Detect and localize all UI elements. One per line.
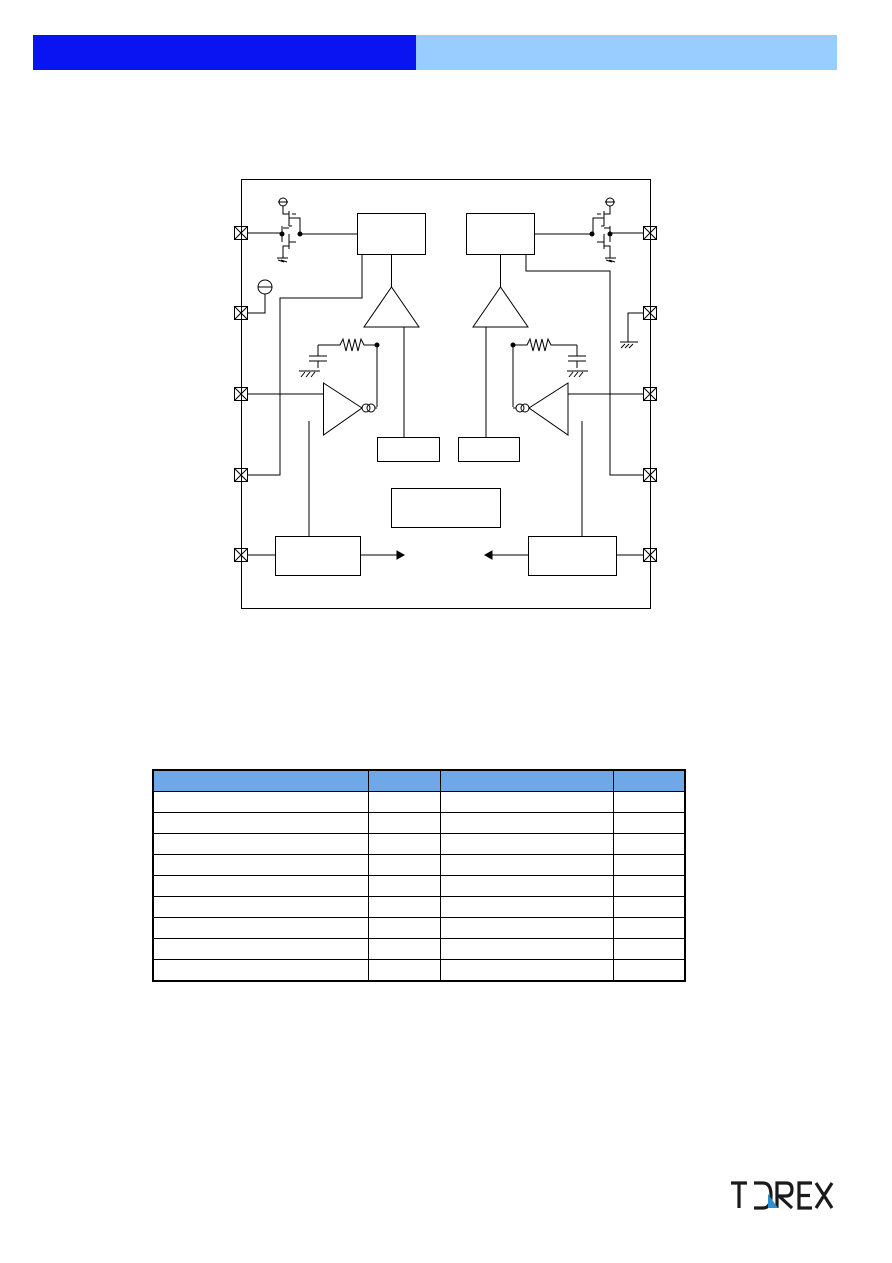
table-cell [439,875,614,897]
block-bottom-left [275,536,361,576]
mosfet-icon-left [247,197,358,263]
pin-table [152,769,686,982]
comparator-right [528,382,569,436]
table-cell [439,812,614,834]
table-cell [367,791,441,813]
table-cell [152,812,369,834]
table-cell [367,854,441,876]
block-upper-left [357,213,426,255]
table-cell [152,833,369,855]
table-cell [439,791,614,813]
current-source-icon-left [361,403,376,413]
table-cell [152,875,369,897]
table-cell [152,854,369,876]
header-bar-dark [33,35,416,70]
table-cell [367,875,441,897]
capacitor-icon-left [299,345,327,378]
table-cell [152,896,369,918]
table-cell [439,896,614,918]
table-header-row [152,769,686,792]
table-cell [612,875,686,897]
table-header-cell [152,769,369,792]
table-row [152,896,686,918]
table-cell [367,833,441,855]
amp-triangle-left [363,286,420,328]
supply-circle-icon [247,279,273,314]
table-row [152,875,686,897]
pad-icon-right-4 [643,468,657,482]
block-upper-right [466,213,535,255]
table-cell [152,938,369,960]
table-cell [152,791,369,813]
capacitor-icon-right [567,345,588,378]
table-cell [152,959,369,982]
table-cell [439,854,614,876]
table-row [152,959,686,982]
table-cell [367,959,441,982]
table-row [152,917,686,939]
ground-icon-right [620,312,644,349]
table-cell [367,938,441,960]
current-source-icon-right [515,403,530,413]
amp-triangle-right [472,286,529,328]
table-cell [612,938,686,960]
torex-logo-icon [731,1181,834,1210]
table-cell [612,833,686,855]
mosfet-icon-right [534,197,644,263]
table-cell [367,917,441,939]
table-cell [367,812,441,834]
table-cell [612,854,686,876]
table-cell [439,959,614,982]
table-cell [439,917,614,939]
header-bar [33,35,837,70]
table-cell [612,791,686,813]
table-row [152,812,686,834]
block-small-right [458,437,520,462]
table-cell [612,959,686,982]
table-header-cell [367,769,441,792]
table-cell [612,812,686,834]
resistor-icon-right [513,337,577,352]
table-cell [439,833,614,855]
table-cell [612,896,686,918]
table-header-cell [439,769,614,792]
block-small-left [377,437,440,462]
table-row [152,833,686,855]
block-diagram [234,179,657,609]
arrow-icon-left [483,550,529,560]
table-header-cell [612,769,686,792]
table-cell [152,917,369,939]
table-cell [612,917,686,939]
table-cell [367,896,441,918]
comparator-left [323,382,363,436]
table-cell [439,938,614,960]
header-bar-light [416,35,837,70]
resistor-icon-left [318,337,377,352]
table-row [152,854,686,876]
block-center [391,488,501,528]
arrow-icon-right [360,550,406,560]
table-row [152,938,686,960]
table-row [152,791,686,813]
block-bottom-right [528,536,617,576]
